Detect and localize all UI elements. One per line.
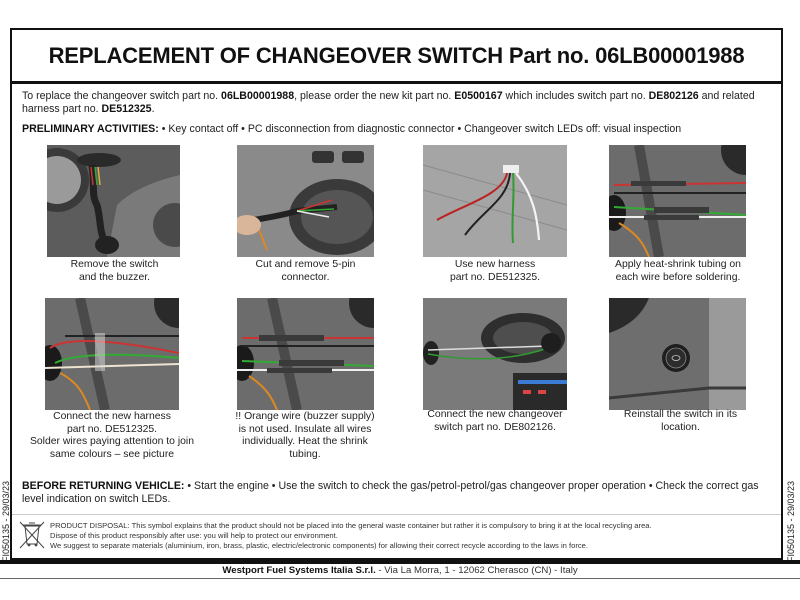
before-returning-text: • Start the engine • Use the switch to c… <box>22 480 759 505</box>
photo-illustration <box>45 298 179 410</box>
company-address: - Via La Morra, 1 - 12062 Cherasco (CN) … <box>375 565 578 576</box>
connect-switch-photo <box>423 298 567 410</box>
product-disposal-notice: PRODUCT DISPOSAL: This symbol explains t… <box>50 521 770 551</box>
disposal-line: Dispose of this product responsibly afte… <box>50 531 338 540</box>
step-6-caption: !! Orange wire (buzzer supply) is not us… <box>235 411 375 460</box>
footer-divider <box>0 560 800 564</box>
cut-connector-photo <box>237 145 374 257</box>
step-2-caption: Cut and remove 5-pin connector. <box>255 259 356 283</box>
intro-text: , please order the new kit part no. <box>294 90 455 102</box>
step-3-caption: Use new harness part no. DE512325. <box>449 259 541 283</box>
reinstalled-switch-photo <box>609 298 746 410</box>
step-8-caption: Reinstall the switch in its location. <box>623 409 738 433</box>
switch-part-number: DE802126 <box>648 90 699 102</box>
preliminary-text: • Key contact off • PC disconnection fro… <box>158 123 682 135</box>
company-name: Westport Fuel Systems Italia S.r.l. <box>222 565 376 576</box>
intro-text: which includes switch part no. <box>502 90 649 102</box>
old-switch-part-number: 06LB00001988 <box>221 90 295 102</box>
step-4-caption: Apply heat-shrink tubing on each wire be… <box>615 259 741 283</box>
document-frame: REPLACEMENT OF CHANGEOVER SWITCH Part no… <box>10 28 783 560</box>
intro-paragraph: To replace the changeover switch part no… <box>22 90 772 116</box>
preliminary-activities: PRELIMINARY ACTIVITIES: • Key contact of… <box>22 123 772 135</box>
photo-illustration <box>47 145 180 257</box>
footer-rule <box>0 578 800 579</box>
photo-illustration <box>423 298 567 410</box>
step-1-caption: Remove the switch and the buzzer. <box>70 259 159 283</box>
company-footer: Westport Fuel Systems Italia S.r.l. - Vi… <box>0 565 800 576</box>
weee-crossed-bin-icon <box>19 521 45 549</box>
document-code-left: FI050135 - 29/03/23 <box>1 480 11 562</box>
photo-illustration <box>423 145 567 257</box>
step-7-caption: Connect the new changeover switch part n… <box>427 409 563 433</box>
disposal-line: PRODUCT DISPOSAL: This symbol explains t… <box>50 521 652 530</box>
preliminary-label: PRELIMINARY ACTIVITIES: <box>22 123 159 135</box>
new-harness-photo <box>423 145 567 257</box>
soldered-wires-photo <box>45 298 179 410</box>
step-5-caption: Connect the new harness part no. DE51232… <box>29 411 195 460</box>
harness-part-number: DE512325 <box>101 103 152 115</box>
switch-and-buzzer-removal-photo <box>47 145 180 257</box>
document-title: REPLACEMENT OF CHANGEOVER SWITCH Part no… <box>48 42 745 68</box>
before-returning-label: BEFORE RETURNING VEHICLE: <box>22 480 185 492</box>
intro-text: To replace the changeover switch part no… <box>22 90 222 102</box>
document-code-right: FI050135 - 29/03/23 <box>786 480 796 562</box>
photo-illustration <box>237 145 374 257</box>
photo-illustration <box>609 298 746 410</box>
insulated-wires-photo <box>237 298 374 410</box>
photo-illustration <box>237 298 374 410</box>
document-header: REPLACEMENT OF CHANGEOVER SWITCH Part no… <box>12 30 781 84</box>
intro-text: . <box>151 103 155 115</box>
divider <box>12 514 781 515</box>
heat-shrink-tubing-photo <box>609 145 746 257</box>
intro-text: and related harness part no. <box>22 90 755 115</box>
before-returning-vehicle: BEFORE RETURNING VEHICLE: • Start the en… <box>22 480 777 506</box>
disposal-line: We suggest to separate materials (alumin… <box>50 541 588 550</box>
photo-illustration <box>609 145 746 257</box>
kit-part-number: E0500167 <box>454 90 503 102</box>
